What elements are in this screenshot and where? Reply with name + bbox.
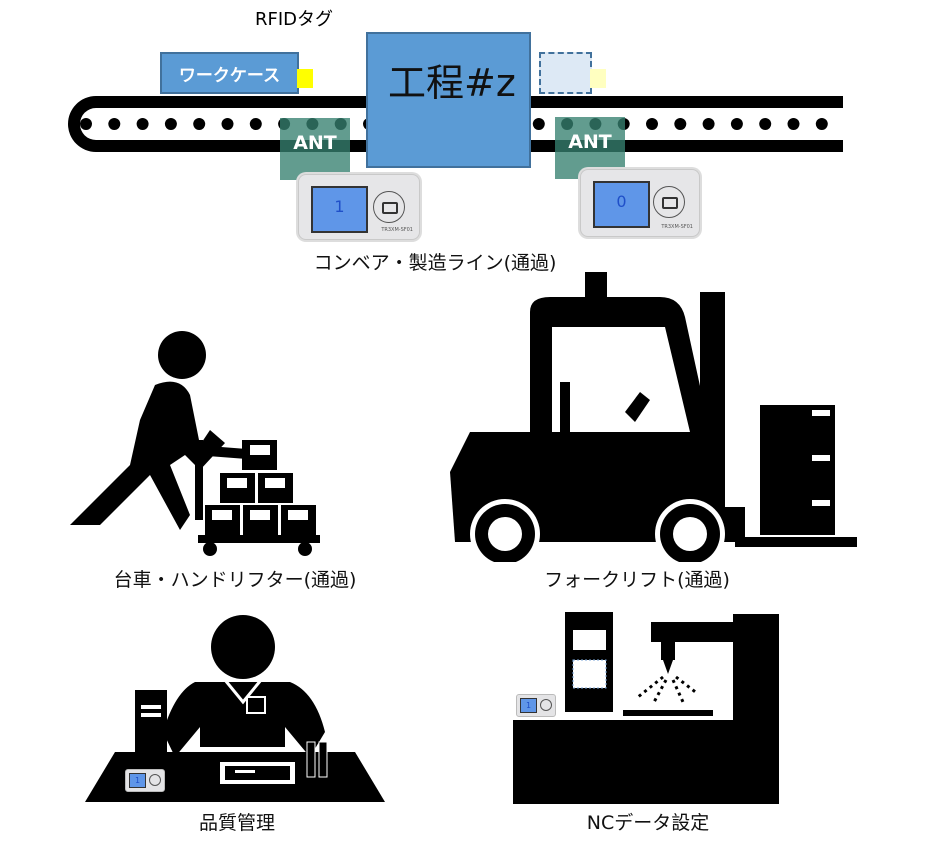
nc-caption: NCデータ設定 bbox=[586, 812, 710, 834]
process-station: 工程#z bbox=[366, 32, 531, 168]
roller-dot bbox=[221, 118, 234, 130]
process-label: 工程#z bbox=[388, 61, 516, 105]
rfid-tag-ghost bbox=[590, 69, 606, 88]
reader-screen: 1 bbox=[129, 773, 146, 788]
roller-dot bbox=[730, 118, 743, 130]
antenna-right: ANT bbox=[555, 117, 625, 179]
reader-button-icon bbox=[540, 699, 552, 711]
roller-dot bbox=[646, 118, 658, 130]
roller-dot bbox=[815, 118, 828, 130]
reader-button-icon bbox=[373, 191, 405, 223]
antenna-left: ANT bbox=[280, 118, 350, 180]
roller-dot bbox=[787, 118, 800, 130]
forklift-caption: フォークリフト(通過) bbox=[544, 569, 730, 591]
work-case-ghost bbox=[539, 52, 592, 94]
mini-rfid-reader: 1 bbox=[125, 769, 165, 792]
hand-cart-caption: 台車・ハンドリフター(通過) bbox=[113, 569, 357, 591]
roller-dot bbox=[249, 118, 262, 130]
roller-dot bbox=[108, 118, 121, 130]
roller-dot bbox=[674, 118, 687, 130]
conveyor-caption: コンベア・製造ライン(通過) bbox=[313, 252, 557, 274]
reader-screen: 1 bbox=[311, 186, 368, 233]
reader-screen: 1 bbox=[520, 698, 537, 713]
roller-dot bbox=[759, 118, 772, 130]
mini-rfid-reader: 1 bbox=[516, 694, 556, 717]
roller-dot bbox=[80, 118, 92, 130]
rfid-reader-right: 0 TR3XM-SF01 bbox=[580, 169, 700, 237]
roller-dot bbox=[532, 118, 545, 130]
reader-screen: 0 bbox=[593, 181, 650, 228]
reader-button-icon bbox=[653, 186, 685, 218]
quality-caption: 品質管理 bbox=[198, 812, 276, 834]
roller-dot bbox=[136, 118, 149, 130]
hand-cart-worker-icon bbox=[70, 331, 320, 556]
forklift-icon bbox=[450, 272, 857, 562]
nc-machine-icon bbox=[513, 612, 779, 804]
roller-dot bbox=[164, 118, 177, 130]
reader-model: TR3XM-SF01 bbox=[381, 227, 413, 233]
rfid-reader-left: 1 TR3XM-SF01 bbox=[298, 174, 420, 240]
reader-model: TR3XM-SF01 bbox=[661, 224, 693, 230]
reader-button-icon bbox=[149, 774, 161, 786]
roller-dot bbox=[702, 118, 715, 130]
work-case: ワークケース bbox=[160, 52, 299, 94]
rfid-tag-label: RFIDタグ bbox=[255, 9, 334, 30]
rfid-tag bbox=[297, 69, 313, 88]
roller-dot bbox=[193, 118, 206, 130]
